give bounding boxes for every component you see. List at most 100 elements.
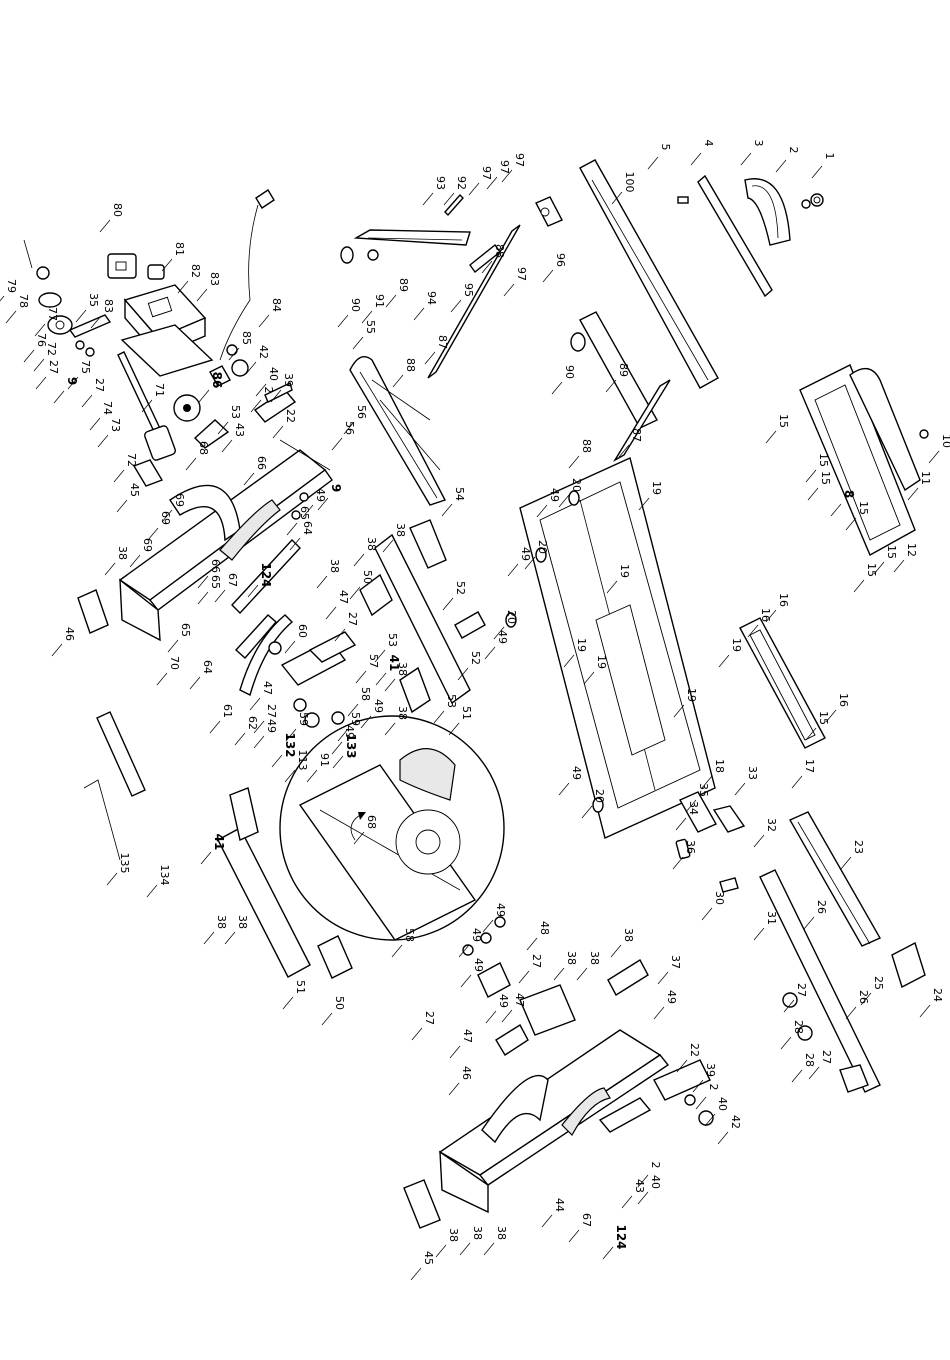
part-callout-35: 35 [87,293,100,307]
part-callout-58: 58 [403,928,416,942]
leader-line-10 [928,450,940,464]
part-callout-27: 27 [530,954,543,968]
leader-line-26 [803,916,815,930]
part-callout-41: 41 [212,834,226,851]
leader-line-88 [481,260,493,274]
outfeed-support [340,159,719,462]
leader-line-12 [893,559,905,573]
part-callout-76: 76 [35,333,48,347]
part-callout-70: 70 [168,656,181,670]
part-callout-20: 20 [505,610,518,624]
leader-line-17 [791,775,803,789]
leader-line-28 [791,1069,803,1083]
leader-line-77 [34,323,46,337]
leader-line-38 [384,722,396,736]
leader-line-54 [441,503,453,517]
part-callout-49: 49 [314,488,327,502]
part-callout-49: 49 [496,630,509,644]
leader-line-58 [347,703,359,717]
part-callout-38: 38 [328,559,341,573]
part-callout-100: 100 [623,172,636,193]
part-callout-12: 12 [905,543,918,557]
part-callout-56: 56 [343,421,356,435]
part-callout-18: 18 [713,759,726,773]
leader-line-67 [568,1229,580,1243]
part-callout-87: 87 [630,428,643,442]
leader-line-16 [765,609,777,623]
part-callout-43: 43 [233,423,246,437]
part-callout-19: 19 [650,481,663,495]
leader-line-16 [825,709,837,723]
leader-line-28 [780,1036,792,1050]
part-callout-45: 45 [128,483,141,497]
motor-switch-assembly [23,189,297,461]
part-callout-38: 38 [236,915,249,929]
part-callout-97: 97 [498,160,511,174]
leader-line-39 [270,389,282,403]
leader-line-47 [325,606,337,620]
leader-line-48 [526,937,538,951]
leader-line-49 [485,1010,497,1024]
leader-line-49 [653,1006,665,1020]
leader-line-78 [5,310,17,324]
leader-line-49 [360,715,372,729]
leader-line-19 [606,580,618,594]
part-callout-32: 32 [765,818,778,832]
leader-line-1 [811,165,823,179]
leader-line-20 [493,626,505,640]
part-callout-3: 3 [752,140,765,147]
leader-line-2 [775,159,787,173]
part-callout-113: 113 [296,750,309,771]
leader-line-38 [382,539,394,553]
part-callout-49: 49 [372,699,385,713]
leader-line-51 [448,722,460,736]
leader-line-92 [443,192,455,206]
part-callout-2: 2 [262,387,275,394]
leader-line-62 [234,732,246,746]
leader-line-93 [422,192,434,206]
leader-line-72 [33,358,45,372]
leader-line-19 [673,704,685,718]
leader-line-61 [209,720,221,734]
part-callout-37: 37 [669,955,682,969]
leader-line-11 [907,487,919,501]
leader-line-91 [306,769,318,783]
part-callout-49: 49 [519,547,532,561]
leader-line-56 [343,421,355,435]
leader-line-82 [177,280,189,294]
part-callout-9: 9 [329,484,343,492]
leader-line-74 [89,417,101,431]
leader-line-27 [783,999,795,1013]
part-callout-27: 27 [423,1011,436,1025]
leader-line-36 [672,856,684,870]
part-callout-92: 92 [455,176,468,190]
part-callout-15: 15 [817,453,830,467]
leader-line-38 [483,1242,495,1256]
leader-line-67 [214,589,226,603]
leader-line-49 [302,504,314,518]
part-callout-53: 53 [229,405,242,419]
part-callout-94: 94 [425,291,438,305]
part-callout-59: 59 [349,712,362,726]
leader-line-25 [860,992,872,1006]
part-callout-49: 49 [265,719,278,733]
part-callout-2: 2 [787,147,800,154]
leader-line-49 [482,919,494,933]
leader-line-89 [605,379,617,393]
leader-line-9 [317,497,329,511]
leader-line-57 [355,670,367,684]
part-callout-87: 87 [436,335,449,349]
part-callout-51: 51 [460,706,473,720]
leader-line-8 [830,503,842,517]
part-callout-72: 72 [45,342,58,356]
part-callout-50: 50 [361,570,374,584]
leader-line-86 [198,389,210,403]
riving-knife-brackets [359,519,486,714]
part-callout-30: 30 [713,891,726,905]
leader-line-38 [435,1244,447,1258]
leader-line-2 [250,399,262,413]
part-callout-27: 27 [47,360,60,374]
part-callout-15: 15 [857,501,870,515]
leader-line-45 [410,1267,422,1281]
